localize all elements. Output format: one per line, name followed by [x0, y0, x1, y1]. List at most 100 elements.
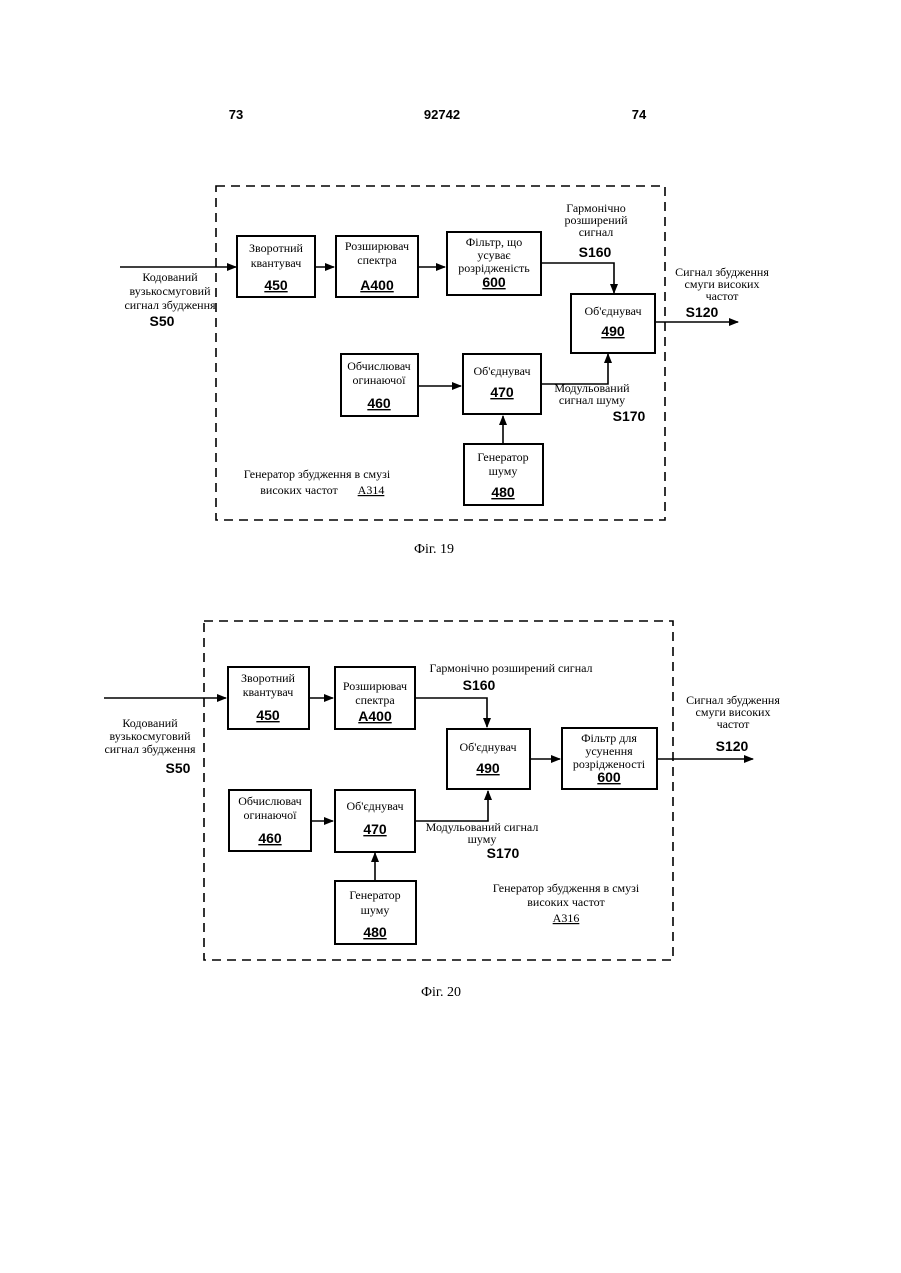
block-label: Генератор	[477, 450, 528, 464]
signal-id: S160	[579, 244, 612, 260]
block-combiner-470: Об'єднувач 470	[335, 790, 415, 852]
patent-number: 92742	[424, 107, 460, 122]
block-noise-generator: Генератор шуму 480	[464, 444, 543, 505]
harmonic-label: Гармонічно розширений сигнал S160	[565, 201, 629, 260]
block-combiner-470: Об'єднувач 470	[463, 354, 541, 414]
input-label: Кодований вузькосмуговий сигнал збудженн…	[104, 716, 196, 776]
block-label: шуму	[361, 903, 390, 917]
block-number: 450	[256, 707, 280, 723]
block-number: A400	[360, 277, 394, 293]
block-label: усуває	[477, 248, 510, 262]
svg-text:сигнал збудження: сигнал збудження	[124, 298, 216, 312]
block-label: розрідженість	[458, 261, 530, 275]
input-label: Кодований вузькосмуговий сигнал збудженн…	[124, 270, 216, 329]
block-combiner-490: Об'єднувач 490	[447, 729, 530, 789]
block-label: спектра	[355, 693, 395, 707]
svg-text:високих частот: високих частот	[527, 895, 605, 909]
wire-s170	[415, 791, 488, 821]
svg-text:Генератор збудження в смузі: Генератор збудження в смузі	[244, 467, 391, 481]
block-label: Генератор	[349, 888, 400, 902]
svg-text:вузькосмуговий: вузькосмуговий	[109, 729, 191, 743]
block-number: 480	[363, 924, 387, 940]
figure-caption: Фіг. 20	[421, 985, 461, 1000]
block-combiner-490: Об'єднувач 490	[571, 294, 655, 353]
block-label: спектра	[357, 253, 397, 267]
generator-id: A314	[358, 483, 385, 497]
figure-20: Зворотний квантувач 450 Розширювач спект…	[104, 621, 780, 1000]
block-number: 450	[264, 277, 288, 293]
svg-text:вузькосмуговий: вузькосмуговий	[129, 284, 211, 298]
block-number: A400	[358, 708, 392, 724]
block-label: Обчислювач	[347, 359, 410, 373]
svg-text:сигнал шуму: сигнал шуму	[559, 393, 625, 407]
block-label: Фільтр, що	[466, 235, 522, 249]
block-spectrum-expander: Розширювач спектра A400	[335, 667, 415, 729]
signal-id: S50	[150, 313, 175, 329]
wire-s160	[415, 698, 487, 727]
block-number: 460	[367, 395, 391, 411]
block-number: 490	[476, 760, 500, 776]
generator-id: A316	[553, 911, 580, 925]
signal-id: S120	[686, 304, 719, 320]
block-label: Зворотний	[241, 671, 296, 685]
block-label: Об'єднувач	[474, 364, 531, 378]
block-number: 600	[482, 274, 506, 290]
signal-id: S50	[166, 760, 191, 776]
block-label: Фільтр для	[581, 731, 637, 745]
block-number: 490	[601, 323, 625, 339]
block-number: 470	[490, 384, 514, 400]
block-envelope-calculator: Обчислювач огинаючої 460	[341, 354, 418, 416]
signal-id: S120	[716, 738, 749, 754]
page-number-left: 73	[229, 107, 243, 122]
block-inverse-quantizer: Зворотний квантувач 450	[237, 236, 315, 297]
block-label: огинаючої	[353, 373, 407, 387]
svg-text:частот: частот	[706, 289, 740, 303]
noise-label: Модульований сигнал шуму S170	[426, 820, 539, 861]
block-number: 480	[491, 484, 515, 500]
block-inverse-quantizer: Зворотний квантувач 450	[228, 667, 309, 729]
wire-s170	[541, 354, 608, 384]
harmonic-label: Гармонічно розширений сигнал S160	[429, 661, 592, 693]
block-label: Зворотний	[249, 241, 304, 255]
block-envelope-calculator: Обчислювач огинаючої 460	[229, 790, 311, 851]
page-number-right: 74	[632, 107, 647, 122]
block-label: Об'єднувач	[585, 304, 642, 318]
wire-s160	[541, 263, 614, 293]
figure-19: Зворотний квантувач 450 Розширювач спект…	[120, 186, 769, 557]
block-label: Розширювач	[343, 679, 407, 693]
block-number: 460	[258, 830, 282, 846]
block-label: Об'єднувач	[347, 799, 404, 813]
generator-label: Генератор збудження в смузі високих част…	[244, 467, 391, 497]
svg-text:Гармонічно розширений сигнал: Гармонічно розширений сигнал	[429, 661, 592, 675]
output-label: Сигнал збудження смуги високих частот S1…	[686, 693, 780, 754]
signal-id: S160	[463, 677, 496, 693]
signal-id: S170	[613, 408, 646, 424]
svg-text:високих частот: високих частот	[260, 483, 338, 497]
svg-text:шуму: шуму	[468, 832, 497, 846]
block-label: Об'єднувач	[460, 740, 517, 754]
svg-text:Кодований: Кодований	[122, 716, 178, 730]
block-sparseness-filter: Фільтр, що усуває розрідженість 600	[447, 232, 541, 295]
output-label: Сигнал збудження смуги високих частот S1…	[675, 265, 769, 320]
signal-id: S170	[487, 845, 520, 861]
svg-text:сигнал: сигнал	[579, 225, 614, 239]
svg-text:частот: частот	[717, 717, 751, 731]
block-label: квантувач	[251, 256, 302, 270]
block-number: 600	[597, 769, 621, 785]
block-label: шуму	[489, 464, 518, 478]
block-label: Розширювач	[345, 239, 409, 253]
block-label: Обчислювач	[238, 794, 301, 808]
svg-text:сигнал збудження: сигнал збудження	[104, 742, 196, 756]
block-label: огинаючої	[244, 808, 298, 822]
noise-label: Модульований сигнал шуму S170	[554, 381, 645, 424]
block-label: усунення	[585, 744, 633, 758]
block-sparseness-filter: Фільтр для усунення розрідженості 600	[562, 728, 657, 789]
generator-label: Генератор збудження в смузі високих част…	[493, 881, 640, 925]
svg-text:Кодований: Кодований	[142, 270, 198, 284]
block-number: 470	[363, 821, 387, 837]
block-label: квантувач	[243, 685, 294, 699]
svg-text:Генератор збудження в смузі: Генератор збудження в смузі	[493, 881, 640, 895]
figure-caption: Фіг. 19	[414, 542, 454, 557]
block-spectrum-expander: Розширювач спектра A400	[336, 236, 418, 297]
